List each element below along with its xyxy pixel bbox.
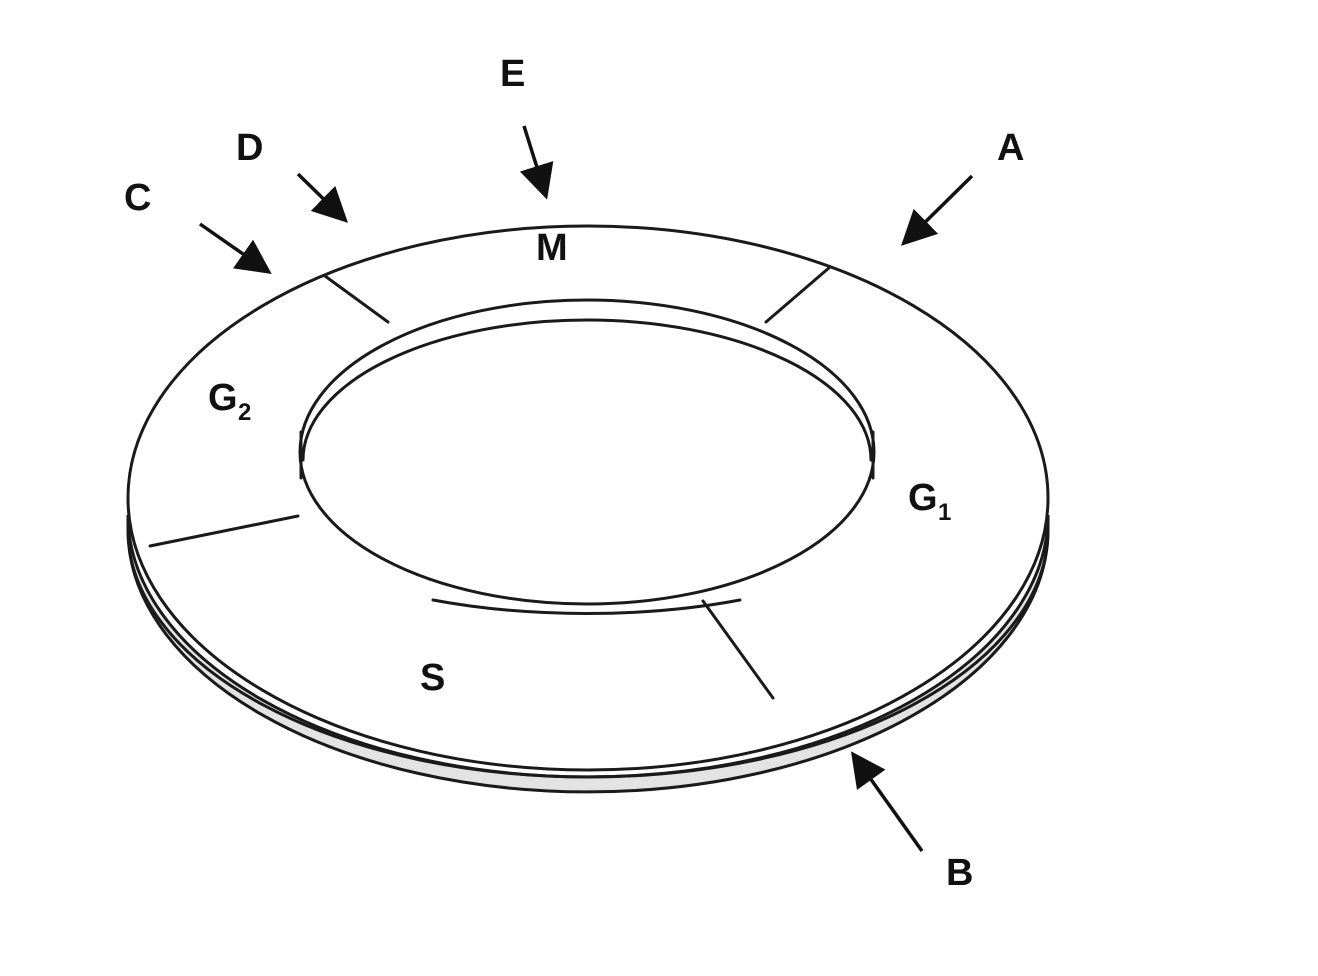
segment-label-g1: G 1 [908, 477, 951, 526]
divider-s-g1 [701, 599, 775, 700]
inner-hole [298, 298, 876, 615]
segment-labels: M S G 1 G 2 [208, 227, 951, 699]
label-a: A [997, 127, 1024, 169]
inner-hole-wall-edge [301, 318, 873, 462]
segment-label-g2: G 2 [208, 377, 251, 426]
arrow-c [198, 222, 272, 275]
inner-hole-top-edge [298, 298, 876, 606]
arrow-e [519, 125, 554, 200]
g2-letter: G [208, 377, 238, 419]
divider-g2-s [148, 514, 300, 548]
arrow-d [296, 172, 349, 223]
inner-hole-lower-wall [431, 598, 742, 615]
label-c: C [124, 177, 151, 219]
label-b: B [946, 852, 973, 894]
label-d: D [236, 127, 263, 169]
outer-ring-edge [126, 224, 1050, 772]
pointer-arrows [198, 125, 974, 853]
arrow-b [850, 751, 924, 853]
segment-label-m: M [536, 227, 568, 269]
arrow-a [901, 174, 974, 246]
segment-dividers [148, 265, 832, 700]
g1-letter: G [908, 477, 938, 519]
ring-rim [126, 283, 1050, 794]
segment-label-s: S [420, 657, 445, 699]
g1-subscript: 1 [938, 499, 951, 526]
divider-m-g1 [764, 265, 832, 324]
divider-m-g2 [323, 274, 390, 324]
label-e: E [500, 53, 525, 95]
pointer-labels: A B C D E [124, 53, 1024, 894]
rim-band [126, 514, 1050, 794]
g2-subscript: 2 [238, 399, 251, 426]
